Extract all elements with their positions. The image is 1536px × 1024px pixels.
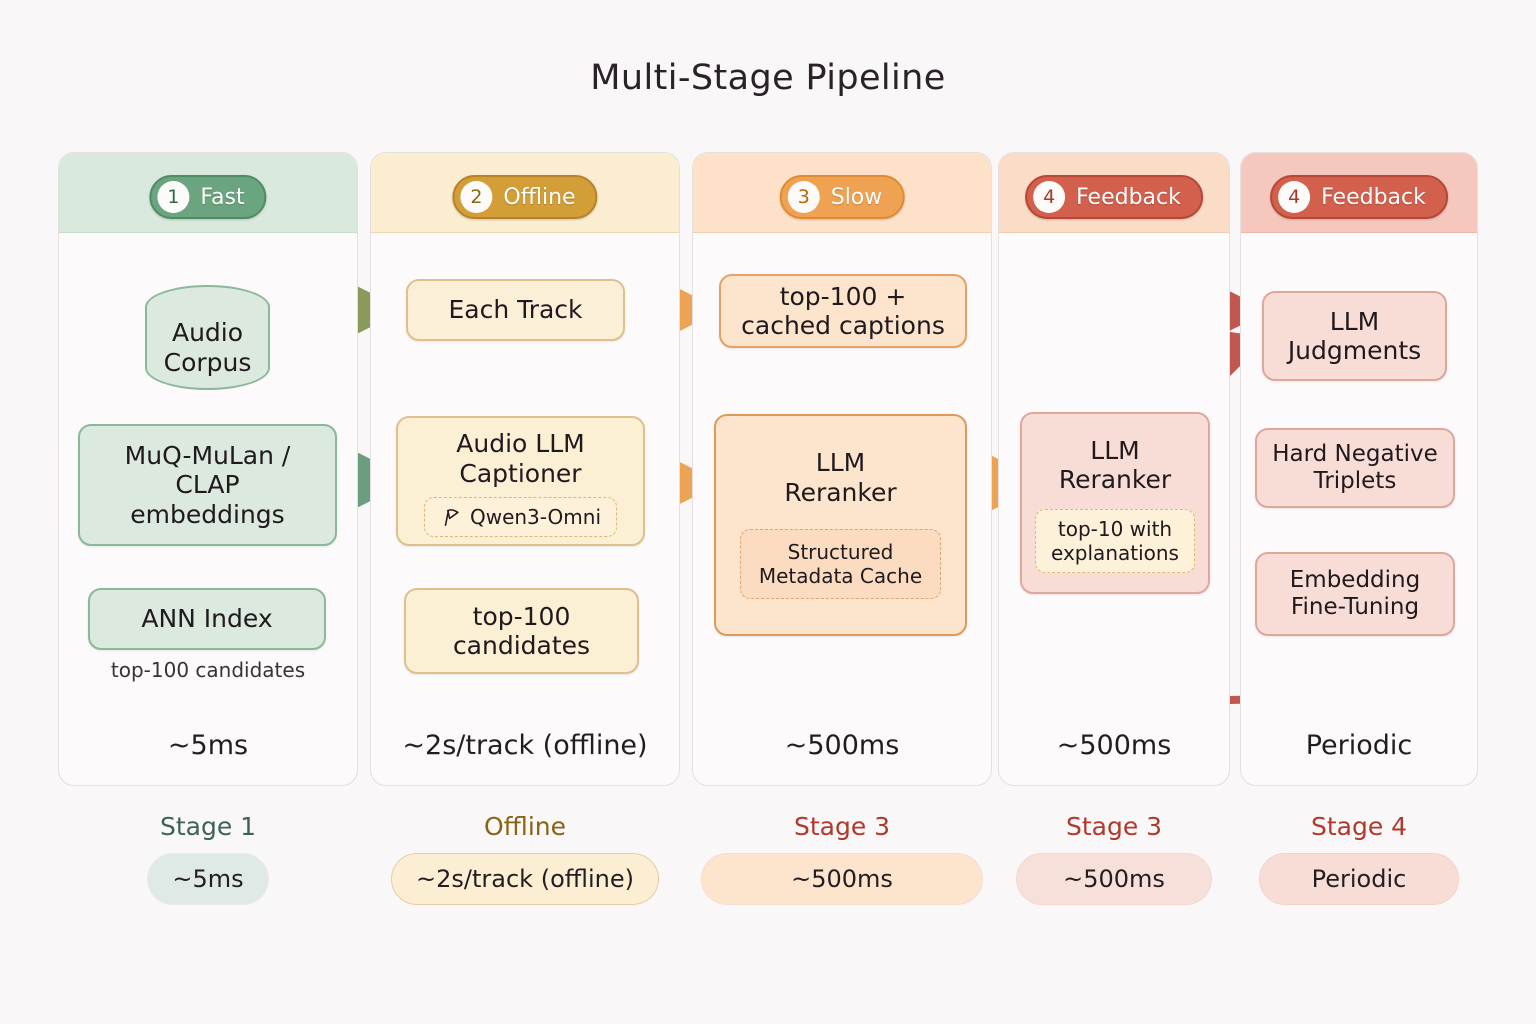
legend-pill[interactable]: Periodic xyxy=(1259,853,1459,905)
stage-number: 4 xyxy=(1033,181,1066,213)
legend-stage-3b: Stage 3 ~500ms xyxy=(998,812,1230,905)
stage-number: 2 xyxy=(460,181,493,213)
stage1-latency: ~5ms xyxy=(167,730,249,761)
ann-index-label: ANN Index xyxy=(141,604,273,634)
legend-stage-1: Stage 1 ~5ms xyxy=(58,812,358,905)
legend-title: Offline xyxy=(483,812,567,841)
legend-offline: Offline ~2s/track (offline) xyxy=(370,812,680,905)
stage-badge-3[interactable]: 3 Slow xyxy=(779,175,905,219)
stage-badge-4b[interactable]: 4 Feedback xyxy=(1270,175,1448,219)
stage3-latency: ~500ms xyxy=(784,730,900,761)
stage-badge-2[interactable]: 2 Offline xyxy=(452,175,598,219)
each-track-label: Each Track xyxy=(448,295,583,325)
captioner-model-name: Qwen3-Omni xyxy=(469,505,602,529)
legend-title: Stage 1 xyxy=(159,812,257,841)
legend-title: Stage 3 xyxy=(793,812,891,841)
legend-pill[interactable]: ~500ms xyxy=(701,853,983,905)
stage-badge-label: Feedback xyxy=(1076,184,1181,210)
stage-number: 1 xyxy=(157,181,190,213)
stage-badge-4a[interactable]: 4 Feedback xyxy=(1025,175,1203,219)
offline-latency: ~2s/track (offline) xyxy=(402,730,648,761)
each-track-node[interactable]: Each Track xyxy=(406,279,625,341)
legend-title: Stage 4 xyxy=(1310,812,1408,841)
legend-pill[interactable]: ~500ms xyxy=(1016,853,1212,905)
stage3b-latency: ~500ms xyxy=(1056,730,1172,761)
ann-index-node[interactable]: ANN Index xyxy=(88,588,326,650)
stage-badge-label: Fast xyxy=(200,184,245,210)
stage-badge-1[interactable]: 1 Fast xyxy=(149,175,267,219)
stage-badge-label: Slow xyxy=(830,184,883,210)
legend-pill[interactable]: ~2s/track (offline) xyxy=(391,853,659,905)
top-100-cached-captions-label: top-100 +cached captions xyxy=(741,281,945,341)
stage-number: 4 xyxy=(1278,181,1311,213)
cylinder-body xyxy=(145,285,270,390)
flag-icon xyxy=(444,509,459,527)
legend-stage-4: Stage 4 Periodic xyxy=(1240,812,1478,905)
stage-badge-label: Offline xyxy=(503,184,576,210)
top-100-cached-captions-node[interactable]: top-100 +cached captions xyxy=(719,274,967,348)
stage4-latency: Periodic xyxy=(1305,730,1413,761)
page-title: Multi-Stage Pipeline xyxy=(590,58,946,98)
stage-number: 3 xyxy=(787,181,820,213)
legend-title: Stage 3 xyxy=(1065,812,1163,841)
legend-pill[interactable]: ~5ms xyxy=(147,853,269,905)
captioner-model-tag[interactable]: Qwen3-Omni xyxy=(423,497,618,537)
stage1-caption: top-100 candidates xyxy=(110,658,306,682)
legend-stage-3: Stage 3 ~500ms xyxy=(692,812,992,905)
stage-badge-label: Feedback xyxy=(1321,184,1426,210)
